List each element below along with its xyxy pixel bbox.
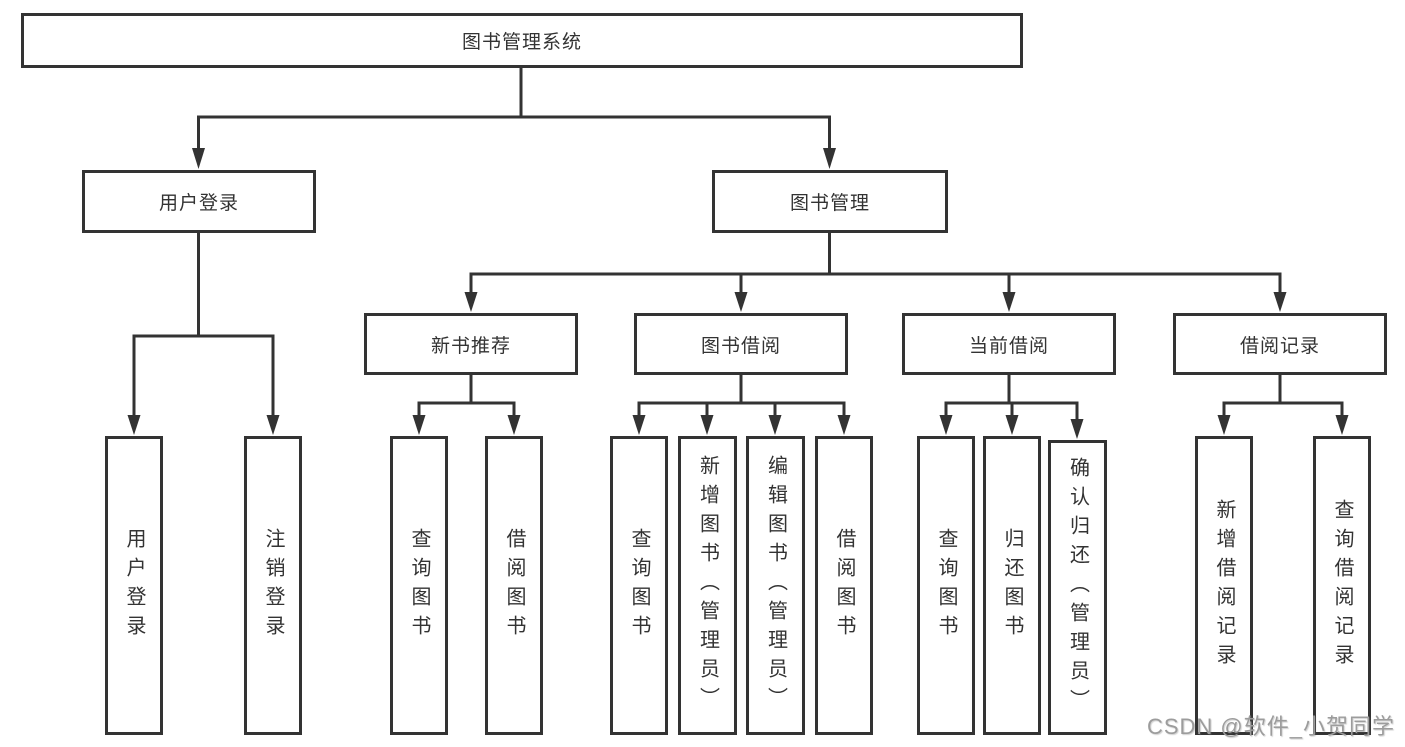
node-label: 借阅记录 <box>1239 335 1320 357</box>
node-library-management-system: 图书管理系统 <box>21 13 1023 68</box>
leaf-edit-books-admin: 编辑图书（管理员） <box>746 436 805 735</box>
leaf-add-books-admin: 新增图书（管理员） <box>678 436 737 735</box>
leaf-user-login: 用户登录 <box>105 436 163 735</box>
node-new-book-recommend: 新书推荐 <box>364 313 578 375</box>
leaf-logout: 注销登录 <box>244 436 302 735</box>
leaf-label: 查询图书 <box>935 527 957 644</box>
node-book-borrowing: 图书借阅 <box>634 313 848 375</box>
leaf-borrow-books: 借阅图书 <box>815 436 873 735</box>
leaf-borrow-query-books: 查询图书 <box>610 436 668 735</box>
leaf-label: 编辑图书（管理员） <box>764 455 787 716</box>
arrowheads <box>127 148 1349 439</box>
leaf-label: 确认归还（管理员） <box>1066 457 1089 718</box>
node-user-login-branch: 用户登录 <box>82 170 316 233</box>
csdn-watermark: CSDN @软件_小贺同学 <box>1146 714 1395 739</box>
leaf-recommend-borrow-books: 借阅图书 <box>485 436 543 735</box>
leaf-return-books: 归还图书 <box>983 436 1041 735</box>
node-label: 图书借阅 <box>700 335 781 357</box>
node-label: 用户登录 <box>158 193 239 214</box>
node-label: 图书管理 <box>789 193 870 214</box>
leaf-label: 借阅图书 <box>833 527 855 644</box>
node-book-management-branch: 图书管理 <box>712 170 948 233</box>
leaf-recommend-query-books: 查询图书 <box>390 436 448 735</box>
node-label: 新书推荐 <box>430 335 511 357</box>
node-current-borrowing: 当前借阅 <box>902 313 1116 375</box>
node-label: 当前借阅 <box>968 335 1049 357</box>
leaf-query-borrow-record: 查询借阅记录 <box>1313 436 1371 735</box>
leaf-add-borrow-record: 新增借阅记录 <box>1195 436 1253 735</box>
leaf-label: 借阅图书 <box>503 527 525 644</box>
leaf-current-query-books: 查询图书 <box>917 436 975 735</box>
leaf-label: 查询借阅记录 <box>1331 498 1353 673</box>
leaf-label: 注销登录 <box>262 527 284 644</box>
node-borrowing-records: 借阅记录 <box>1173 313 1387 375</box>
leaf-confirm-return-admin: 确认归还（管理员） <box>1048 440 1107 735</box>
leaf-label: 查询图书 <box>628 527 650 644</box>
leaf-label: 查询图书 <box>408 527 430 644</box>
edge-strokes <box>132 68 1344 422</box>
leaf-label: 归还图书 <box>1001 527 1023 644</box>
leaf-label: 新增图书（管理员） <box>696 455 719 716</box>
node-label: 图书管理系统 <box>461 32 582 53</box>
leaf-label: 用户登录 <box>123 527 145 644</box>
leaf-label: 新增借阅记录 <box>1213 498 1235 673</box>
